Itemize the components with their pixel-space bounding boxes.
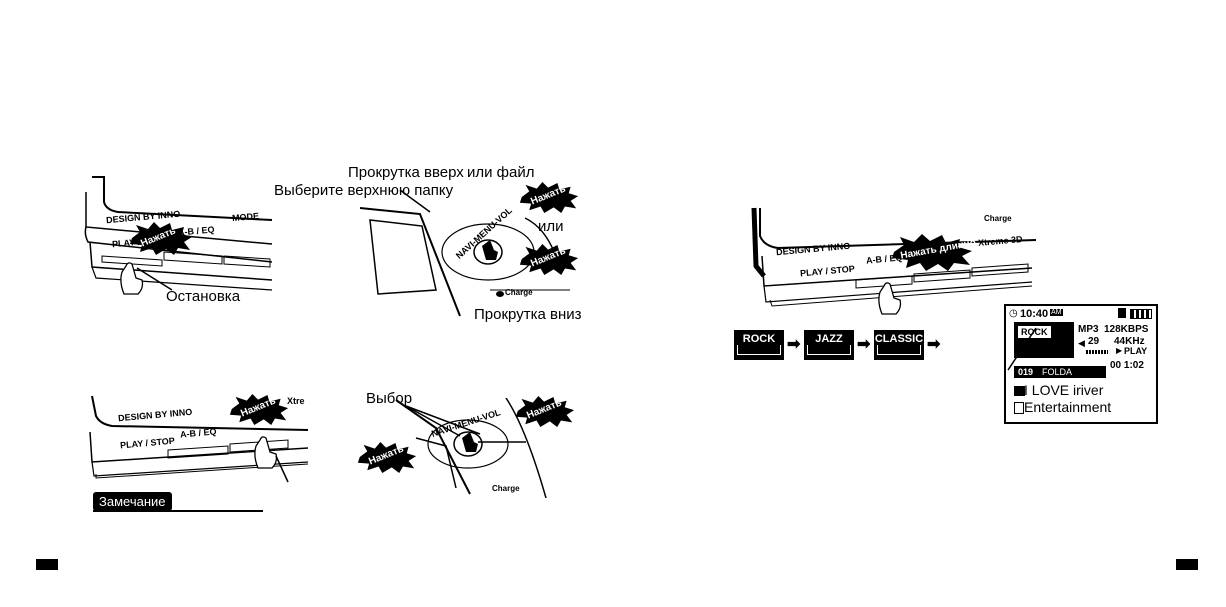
- note-underline: [93, 510, 263, 512]
- arrow-right-icon: ➡: [927, 334, 940, 354]
- lcd-pointer-line: [1000, 324, 1040, 374]
- lcd-elapsed: 00 1:02: [1110, 360, 1144, 371]
- lock-icon: [1118, 308, 1126, 318]
- arrow-right-icon: ➡: [857, 334, 870, 354]
- lcd-title: I LOVE iriver: [1024, 382, 1103, 398]
- page-number-right: [1176, 559, 1198, 570]
- page-number-left: [36, 559, 58, 570]
- arrow-right-icon: ➡: [787, 334, 800, 354]
- label-scroll-up: Прокрутка вверх: [348, 164, 464, 181]
- lcd-time: 10:40: [1020, 308, 1048, 320]
- lcd-state: PLAY: [1124, 346, 1147, 356]
- eq-mode-classic: CLASSIC: [874, 330, 924, 360]
- label-stop: Остановка: [166, 288, 240, 305]
- lcd-mode: FOLDA: [1042, 367, 1072, 377]
- file-icon: [1014, 402, 1024, 414]
- lcd-bitrate: 128KBPS: [1104, 324, 1148, 335]
- label-select: Выбор: [366, 390, 412, 407]
- play-icon: ▶: [1116, 346, 1122, 355]
- volume-bars-icon: [1086, 350, 1108, 354]
- label-charge-2: Charge: [492, 484, 520, 493]
- lcd-volume: 29: [1088, 336, 1099, 347]
- label-or-file: или файл: [467, 164, 535, 181]
- label-charge-3: Charge: [984, 214, 1012, 223]
- lcd-format: MP3: [1078, 324, 1099, 335]
- lcd-artist: Entertainment: [1024, 399, 1111, 415]
- label-charge-1: Charge: [505, 288, 533, 297]
- eq-mode-rock: ROCK: [734, 330, 784, 360]
- label-select-upper-folder: Выберите верхнюю папку: [274, 182, 453, 199]
- note-badge: Замечание: [93, 492, 172, 511]
- label-scroll-down: Прокрутка вниз: [474, 306, 581, 323]
- clock-icon: ◷: [1009, 308, 1018, 319]
- speaker-icon: ◀: [1078, 338, 1085, 349]
- eq-mode-jazz: JAZZ: [804, 330, 854, 360]
- battery-icon: [1130, 309, 1152, 319]
- label-or: или: [538, 218, 564, 235]
- lcd-am: AM: [1050, 309, 1063, 316]
